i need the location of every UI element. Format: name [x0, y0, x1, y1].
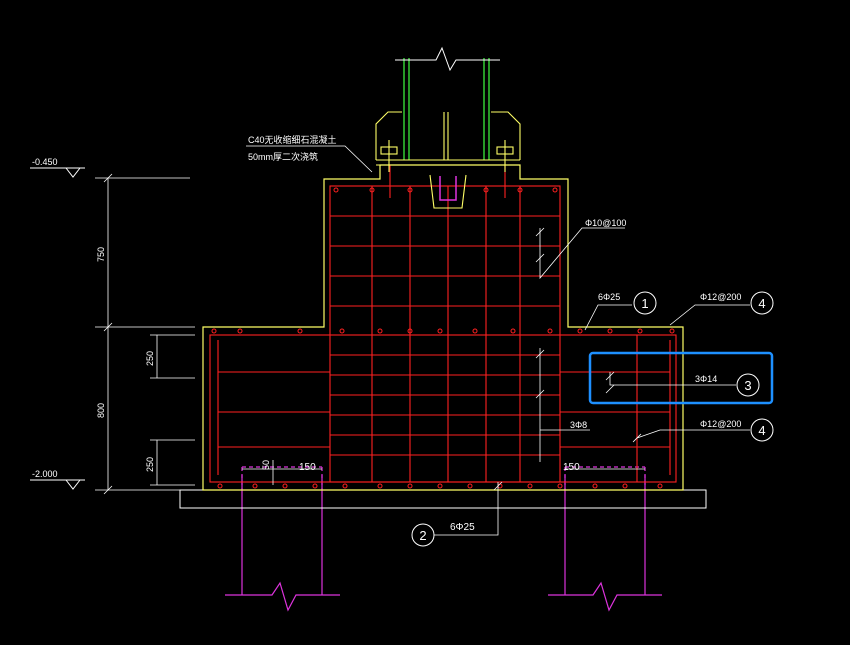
- selection-highlight-box[interactable]: [588, 351, 774, 405]
- grout-note-line1: C40无收缩细石混凝土: [248, 134, 337, 145]
- elevation-top-label: -0.450: [32, 157, 58, 167]
- rebar-1-label: 6Φ25: [598, 292, 620, 302]
- rebar-2-label: 6Φ25: [450, 522, 475, 533]
- rebar-3phi8-label: 3Φ8: [570, 420, 587, 430]
- marker-1-text: 1: [641, 296, 648, 311]
- rebar-dots: [211, 187, 675, 489]
- dim-250-bottom: 250: [145, 457, 155, 472]
- dim-150-right: 150: [563, 462, 580, 473]
- rebar-cage: [209, 165, 677, 483]
- marker-2-text: 2: [419, 528, 426, 543]
- dim-50: 50: [261, 460, 271, 470]
- rebar-stirrup-label: Φ10@100: [585, 218, 626, 228]
- dim-800: 800: [96, 403, 106, 418]
- right-pile: [548, 466, 662, 612]
- rebar-3-label: 3Φ14: [695, 374, 717, 384]
- marker-4-top: 4: [750, 291, 774, 315]
- shear-key: [439, 176, 457, 201]
- left-pile: [225, 466, 340, 612]
- grout-note-line2: 50mm厚二次浇筑: [248, 151, 318, 162]
- grout-leader: [246, 145, 373, 173]
- pile-cap-outline: [202, 164, 684, 491]
- dim-150-left: 150: [299, 462, 316, 473]
- marker-4-bottom: 4: [750, 418, 774, 442]
- marker-3-text: 3: [744, 378, 751, 393]
- marker-2: 2: [411, 523, 435, 547]
- marker-1: 1: [633, 291, 657, 315]
- rebar-4-top-label: Φ12@200: [700, 292, 741, 302]
- cushion-layer: [179, 489, 707, 509]
- callout-leaders: [434, 227, 750, 536]
- marker-4-top-text: 4: [758, 296, 765, 311]
- marker-4-bottom-text: 4: [758, 423, 765, 438]
- dimension-lines: [95, 173, 645, 495]
- rebar-4-bottom-label: Φ12@200: [700, 419, 741, 429]
- column-break-line: [395, 46, 500, 72]
- elevation-bottom-label: -2.000: [32, 469, 58, 479]
- elevation-marks: [30, 167, 85, 490]
- steel-column: [403, 58, 490, 160]
- marker-3: 3: [736, 373, 760, 397]
- dim-750: 750: [96, 247, 106, 262]
- dim-250-top: 250: [145, 351, 155, 366]
- base-plate-assembly: [375, 111, 521, 209]
